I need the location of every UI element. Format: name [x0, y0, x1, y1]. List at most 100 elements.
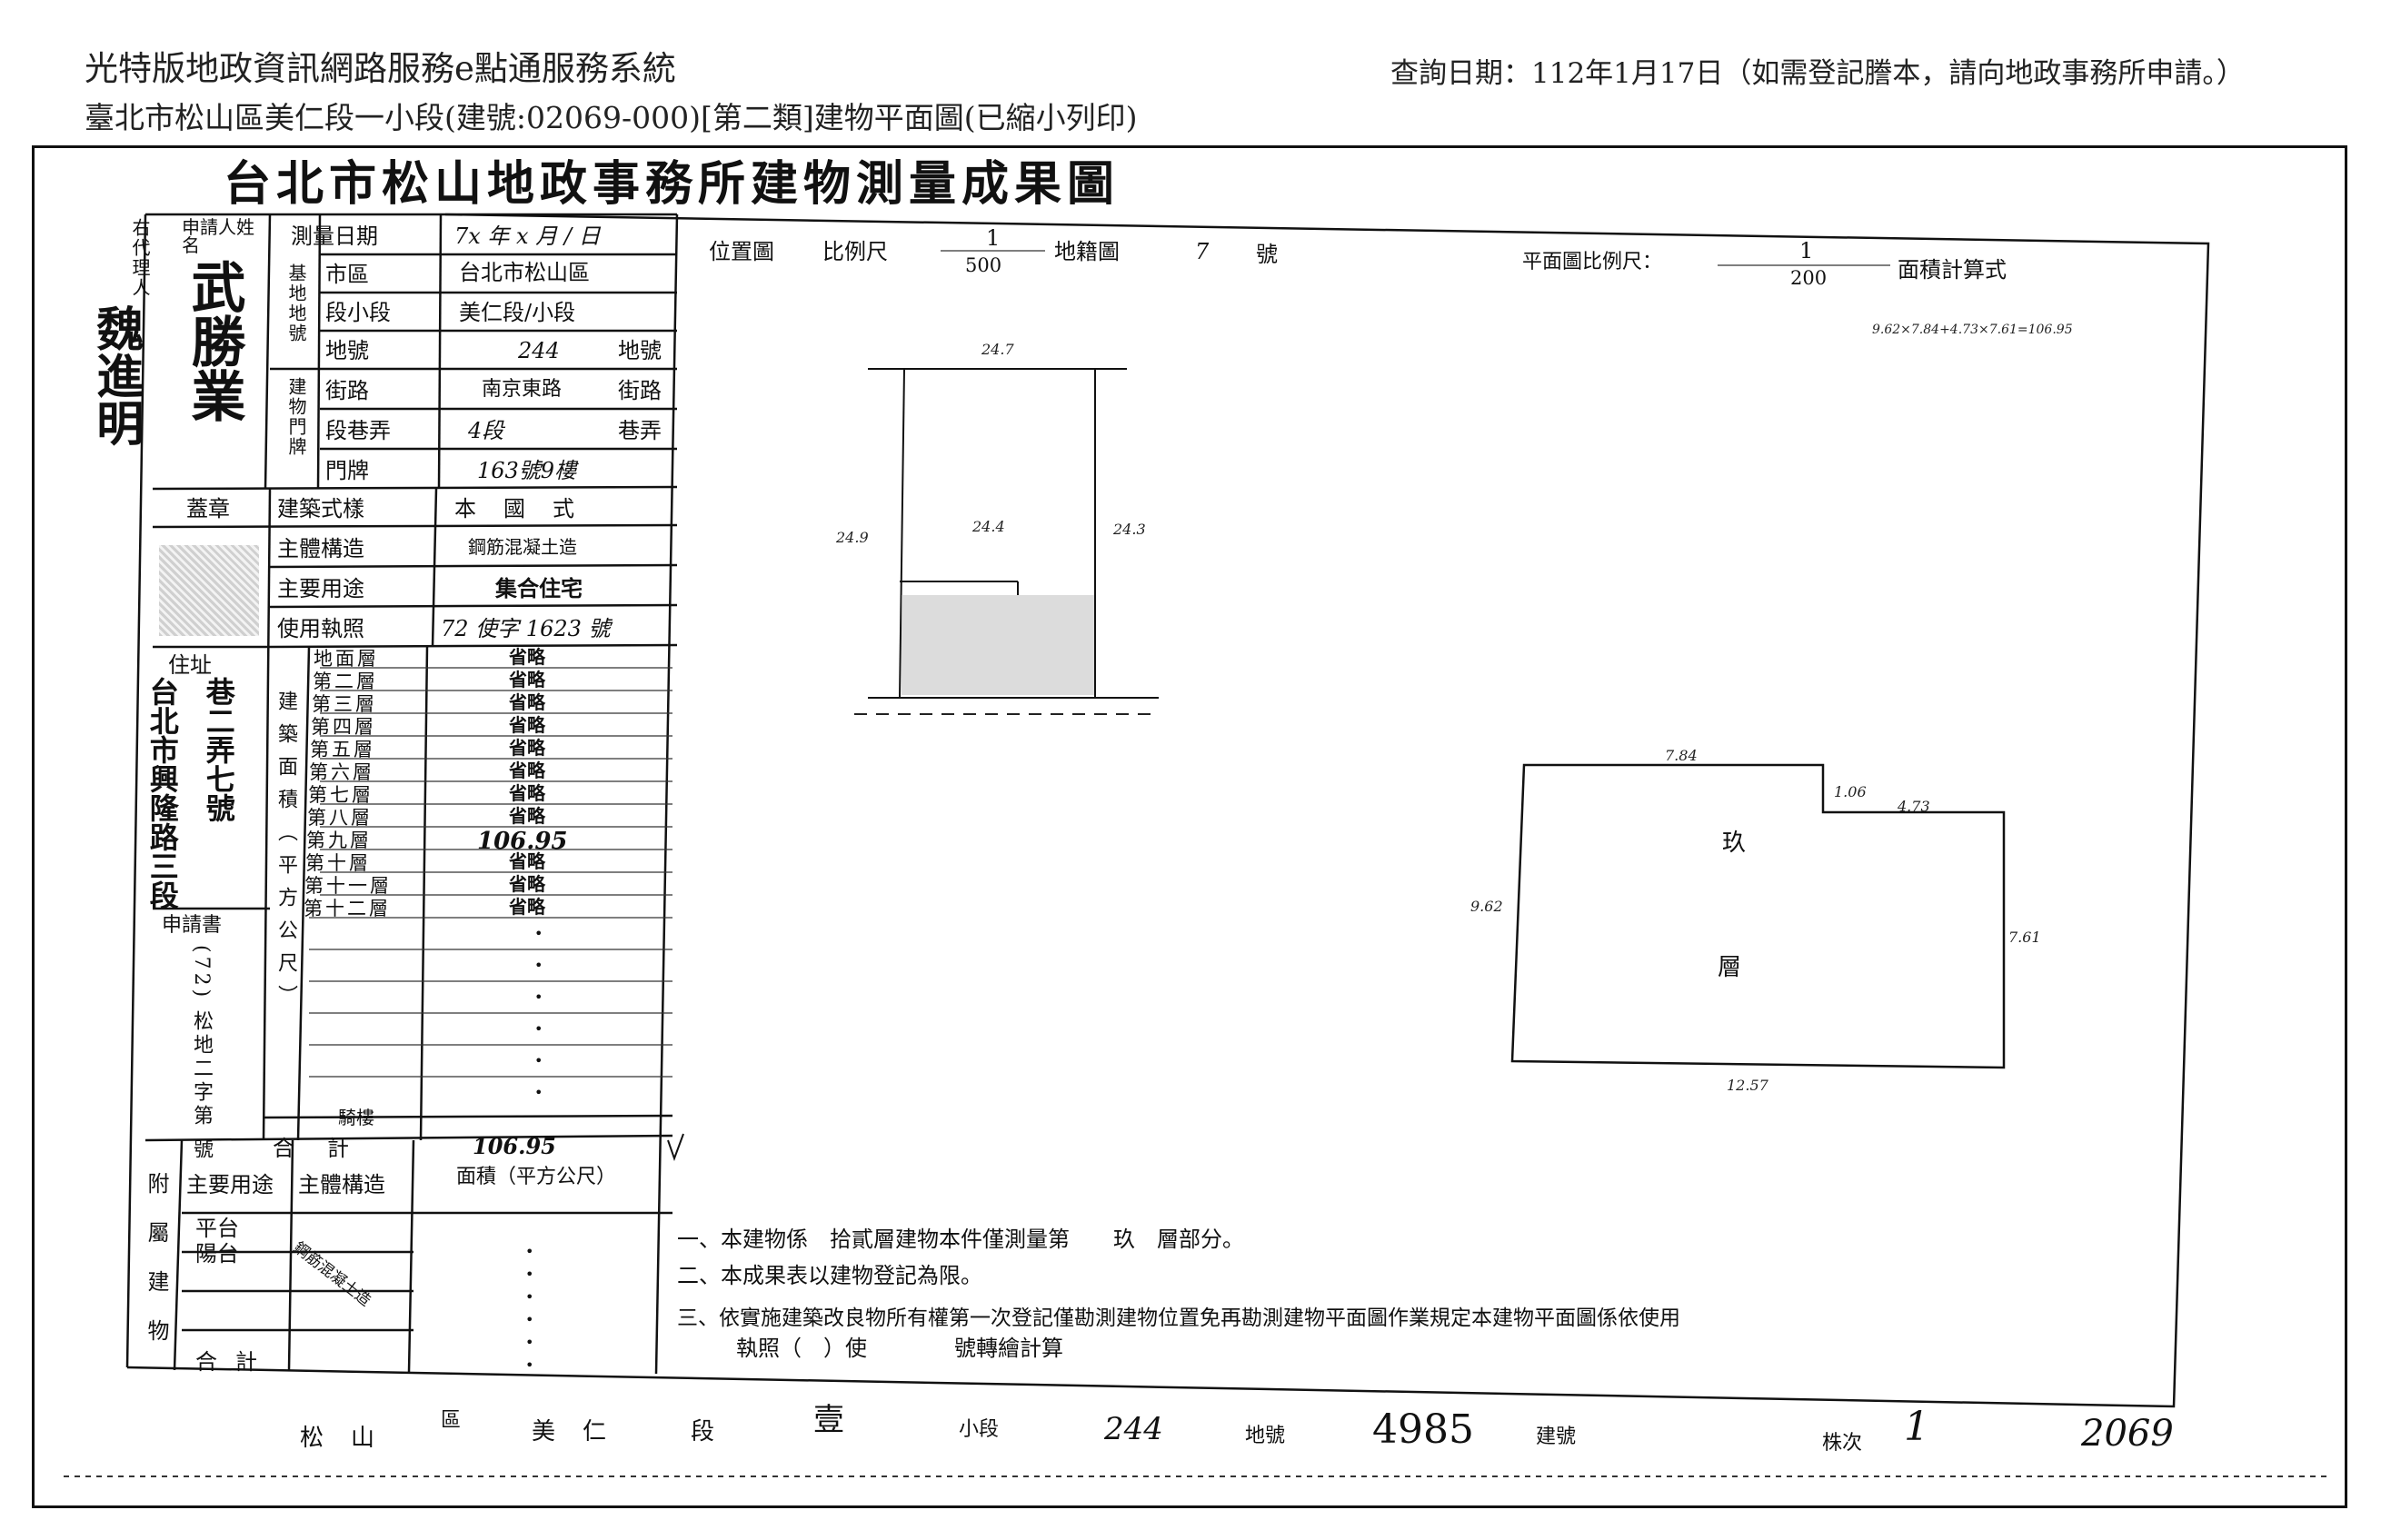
city-label: 市區 — [325, 262, 369, 287]
plan-dim-top-right: 4.73 — [1898, 798, 1930, 815]
floor-name: 第五層 — [310, 739, 375, 760]
plan-dim-left: 9.62 — [1470, 898, 1503, 915]
empty-row-dot: • — [534, 957, 543, 974]
system-title: 光特版地政資訊網路服務e點通服務系統 — [85, 49, 676, 88]
annex-area-label: 面積（平方公尺） — [455, 1166, 616, 1188]
note-4: 執照（ ）使 號轉繪計算 — [736, 1336, 1063, 1361]
floor-area-value: 省略 — [509, 782, 545, 804]
loc-dim-top: 24.7 — [981, 341, 1014, 358]
annex-struct-label: 主體構造 — [298, 1172, 385, 1197]
empty-row-dot: • — [534, 989, 543, 1006]
loc-dim-right: 24.3 — [1113, 521, 1146, 538]
usage-value: 集合住宅 — [495, 575, 583, 601]
floor-name: 第八層 — [307, 807, 373, 829]
applicant-label: 申請人姓名 — [182, 216, 254, 256]
usage-label: 主要用途 — [277, 576, 364, 601]
annex-row-dot: • — [525, 1334, 534, 1351]
floor-area-value: 省略 — [509, 873, 545, 895]
footer-subsection-unit: 小段 — [959, 1418, 1000, 1441]
annex-row-dot: • — [525, 1266, 534, 1283]
footer-building-number: 4985 — [1372, 1406, 1474, 1453]
floor-area-value: 省略 — [509, 714, 545, 736]
scale-numerator: 1 — [986, 225, 1001, 251]
footer-lot-unit: 地號 — [1245, 1425, 1286, 1447]
document-title: 台北市松山地政事務所建物測量成果圖 — [224, 156, 1121, 212]
floor-plan-outline — [1510, 763, 2006, 1069]
lane-value: 4段 — [468, 418, 504, 443]
survey-date-value: 7x 年 x 月 / 日 — [454, 224, 601, 249]
footer-section-unit: 段 — [691, 1418, 715, 1446]
address-value-2: 巷二弄七號 — [201, 677, 236, 822]
section-value: 美仁段/小段 — [459, 300, 576, 325]
annex-row-dot: • — [525, 1288, 534, 1306]
application-value: (72) 松地二字第 號 — [190, 945, 213, 1163]
total-label: 合計 — [273, 1136, 382, 1161]
floor-name: 第六層 — [309, 761, 374, 783]
empty-row-dot: • — [534, 1084, 543, 1101]
plan-dim-right: 7.61 — [2008, 929, 2041, 946]
annex-row-2: 陽台 — [195, 1241, 239, 1267]
scale-denominator: 500 — [965, 254, 1002, 276]
seal-label: 蓋章 — [186, 496, 230, 522]
footer-sheet-value: 1 — [1904, 1404, 1929, 1450]
note-2: 二、本成果表以建物登記為限。 — [677, 1263, 982, 1288]
street-label: 街路 — [325, 378, 369, 403]
style-value: 本國式 — [454, 496, 602, 522]
application-label: 申請書 — [162, 914, 223, 937]
floor-area-value: 省略 — [509, 896, 545, 918]
annex-use-label: 主要用途 — [186, 1172, 274, 1197]
floor-label-1: 玖 — [1722, 830, 1747, 857]
plan-dim-top: 7.84 — [1665, 747, 1698, 764]
scale-label: 比例尺 — [822, 239, 888, 264]
annex-total-label: 合計 — [195, 1349, 275, 1375]
footer-district: 松山 — [300, 1425, 403, 1452]
street-value: 南京東路 — [482, 378, 563, 401]
base-label: 基地地號 — [285, 263, 307, 343]
footer-subsection: 壹 — [813, 1402, 844, 1438]
number-label: 門牌 — [325, 458, 369, 483]
section-label: 段小段 — [325, 300, 391, 325]
lane-unit: 巷弄 — [618, 418, 662, 443]
note-3: 三、依實施建築改良物所有權第一次登記僅勘測建物位置免再勘測建物平面圖作業規定本建… — [677, 1307, 1680, 1330]
floor-area-value: 省略 — [509, 669, 545, 691]
floor-area-value: 省略 — [509, 850, 545, 872]
floor-name: 第九層 — [306, 830, 372, 851]
door-label: 建物門牌 — [285, 377, 307, 457]
balcony-label: 騎樓 — [338, 1107, 374, 1128]
floor-name: 第四層 — [311, 716, 376, 738]
structure-label: 主體構造 — [277, 536, 364, 561]
loc-dim-left: 24.9 — [836, 529, 869, 546]
floor-area-value: 省略 — [509, 760, 545, 781]
plan-dim-bottom: 12.57 — [1727, 1077, 1768, 1094]
location-label: 位置圖 — [709, 239, 774, 264]
footer-stamp-number: 2069 — [2081, 1413, 2174, 1455]
floor-name: 第十層 — [305, 852, 371, 874]
lot-value: 244 — [518, 338, 560, 363]
area-calc-label: 面積計算式 — [1898, 257, 2007, 283]
floor-area-value: 106.95 — [477, 828, 568, 855]
lane-label: 段巷弄 — [325, 418, 391, 443]
empty-row-dot: • — [534, 925, 543, 942]
survey-date-label: 測量日期 — [291, 224, 378, 249]
street-unit: 街路 — [618, 378, 662, 403]
footer-sheet-label: 株次 — [1822, 1432, 1863, 1455]
annex-row-dot: • — [525, 1356, 534, 1374]
address-value: 台北市興隆路三段 — [144, 677, 180, 909]
loc-dim-center: 24.4 — [972, 518, 1005, 535]
area-formula: 9.62×7.84+4.73×7.61=106.95 — [1872, 323, 2073, 337]
note-1: 一、本建物係 拾貳層建物本件僅測量第 玖 層部分。 — [677, 1227, 1244, 1252]
floor-area-value: 省略 — [509, 646, 545, 668]
plan-scale-label: 平面圖比例尺： — [1522, 251, 1663, 273]
floor-name: 第十一層 — [304, 875, 392, 897]
annex-label: 附屬建物 — [144, 1172, 169, 1368]
footer-building-unit: 建號 — [1536, 1426, 1577, 1448]
area-column-label: 建築面積（平方公尺） — [274, 691, 297, 1018]
permit-value: 72 使字 1623 號 — [441, 616, 611, 641]
agent-name: 魏進明 — [87, 304, 144, 446]
cadastral-map-label: 地籍圖 — [1054, 239, 1120, 264]
floor-name: 第七層 — [308, 784, 374, 806]
lot-unit: 地號 — [618, 338, 662, 363]
city-value: 台北市松山區 — [459, 260, 590, 285]
number-value: 163號9樓 — [477, 458, 577, 483]
